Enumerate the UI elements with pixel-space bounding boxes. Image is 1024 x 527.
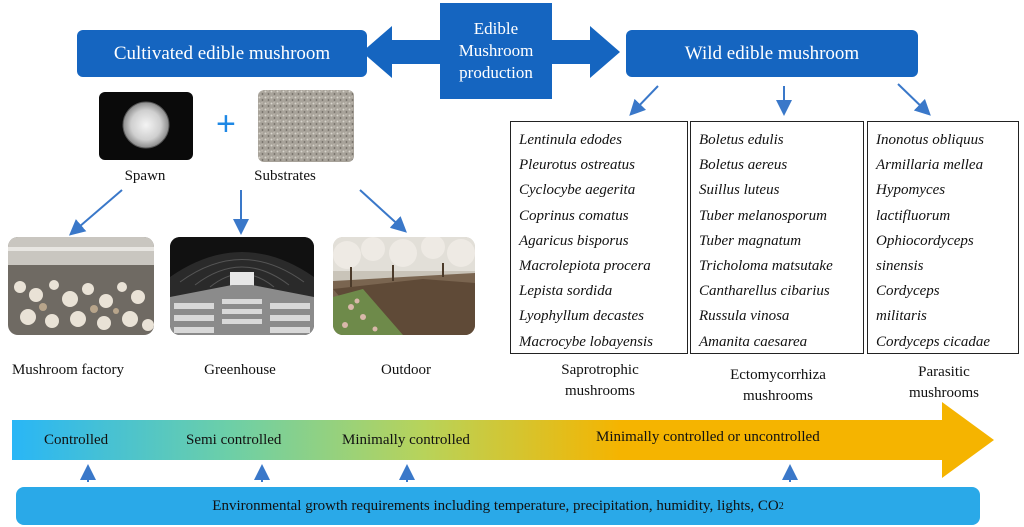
wild-mushroom-title: Wild edible mushroom bbox=[626, 30, 918, 77]
plus-icon: + bbox=[216, 105, 236, 143]
species-item: Armillaria mellea bbox=[876, 157, 984, 174]
gradient-label-uncontrolled: Minimally controlled or uncontrolled bbox=[596, 429, 820, 445]
species-item: Cordyceps cicadae bbox=[876, 333, 990, 350]
cultivated-mushroom-title: Cultivated edible mushroom bbox=[77, 30, 367, 77]
species-item: Ophiocordyceps bbox=[876, 232, 974, 249]
greenhouse-image bbox=[170, 237, 314, 335]
spawn-image bbox=[99, 92, 193, 160]
species-item: Lyophyllum decastes bbox=[519, 308, 644, 325]
ectomycorrhiza-caption: Ectomycorrhiza mushrooms bbox=[708, 365, 848, 407]
saprotrophic-species-box: Lentinula edodes Pleurotus ostreatus Cyc… bbox=[510, 121, 688, 354]
saprotrophic-caption: Saprotrophic mushrooms bbox=[530, 360, 670, 402]
species-item: Hypomyces bbox=[876, 182, 946, 199]
species-item: Lepista sordida bbox=[519, 283, 613, 300]
species-item: Suillus luteus bbox=[699, 182, 780, 199]
species-item: sinensis bbox=[876, 258, 924, 275]
edible-mushroom-production-box: Edible Mushroom production bbox=[440, 3, 552, 99]
caption-line: mushrooms bbox=[564, 383, 635, 399]
species-item: lactifluorum bbox=[876, 207, 951, 224]
substrates-label: Substrates bbox=[254, 168, 316, 184]
gradient-label-minimally-controlled: Minimally controlled bbox=[342, 432, 470, 448]
species-item: Russula vinosa bbox=[699, 308, 790, 325]
species-item: Lentinula edodes bbox=[519, 132, 622, 148]
parasitic-caption: Parasitic mushrooms bbox=[876, 362, 1012, 404]
spawn-label: Spawn bbox=[124, 168, 166, 184]
substrates-image bbox=[258, 90, 354, 162]
site-label-outdoor: Outdoor bbox=[381, 362, 431, 378]
species-item: Tuber magnatum bbox=[699, 232, 802, 249]
environment-subscript: 2 bbox=[778, 500, 784, 512]
species-item: Tuber melanosporum bbox=[699, 207, 827, 224]
species-item: Inonotus obliquus bbox=[876, 132, 984, 148]
caption-line: Parasitic bbox=[918, 364, 970, 380]
caption-line: Saprotrophic bbox=[561, 362, 639, 378]
gradient-label-semi-controlled: Semi controlled bbox=[186, 432, 282, 448]
site-label-greenhouse: Greenhouse bbox=[204, 362, 276, 378]
environment-text: Environmental growth requirements includ… bbox=[212, 497, 779, 514]
species-item: Boletus edulis bbox=[699, 132, 784, 148]
center-title-line-3: production bbox=[459, 63, 533, 82]
species-item: Coprinus comatus bbox=[519, 207, 629, 224]
caption-line: mushrooms bbox=[908, 385, 979, 401]
species-item: Tricholoma matsutake bbox=[699, 258, 833, 275]
mushroom-factory-image bbox=[8, 237, 154, 335]
species-item: Macrolepiota procera bbox=[519, 258, 651, 275]
species-item: Cyclocybe aegerita bbox=[519, 182, 636, 199]
ectomycorrhiza-species-box: Boletus edulis Boletus aereus Suillus lu… bbox=[690, 121, 864, 354]
species-item: Agaricus bisporus bbox=[519, 232, 629, 249]
species-item: Amanita caesarea bbox=[699, 333, 808, 350]
species-item: Boletus aereus bbox=[699, 157, 788, 174]
species-item: Pleurotus ostreatus bbox=[519, 157, 635, 174]
outdoor-image bbox=[333, 237, 475, 335]
species-item: Cantharellus cibarius bbox=[699, 283, 830, 300]
site-label-mushroom-factory: Mushroom factory bbox=[11, 362, 125, 378]
environment-requirements-bar: Environmental growth requirements includ… bbox=[16, 487, 980, 525]
parasitic-species-box: Inonotus obliquus Armillaria mellea Hypo… bbox=[867, 121, 1019, 354]
caption-line: mushrooms bbox=[742, 388, 813, 404]
control-gradient-arrow bbox=[12, 402, 994, 478]
center-title-line-2: Mushroom bbox=[458, 41, 534, 60]
center-title-line-1: Edible bbox=[473, 19, 519, 38]
species-item: militaris bbox=[876, 308, 927, 325]
caption-line: Ectomycorrhiza bbox=[730, 367, 826, 383]
gradient-label-controlled: Controlled bbox=[44, 432, 109, 448]
species-item: Macrocybe lobayensis bbox=[519, 333, 653, 350]
species-item: Cordyceps bbox=[876, 283, 940, 300]
